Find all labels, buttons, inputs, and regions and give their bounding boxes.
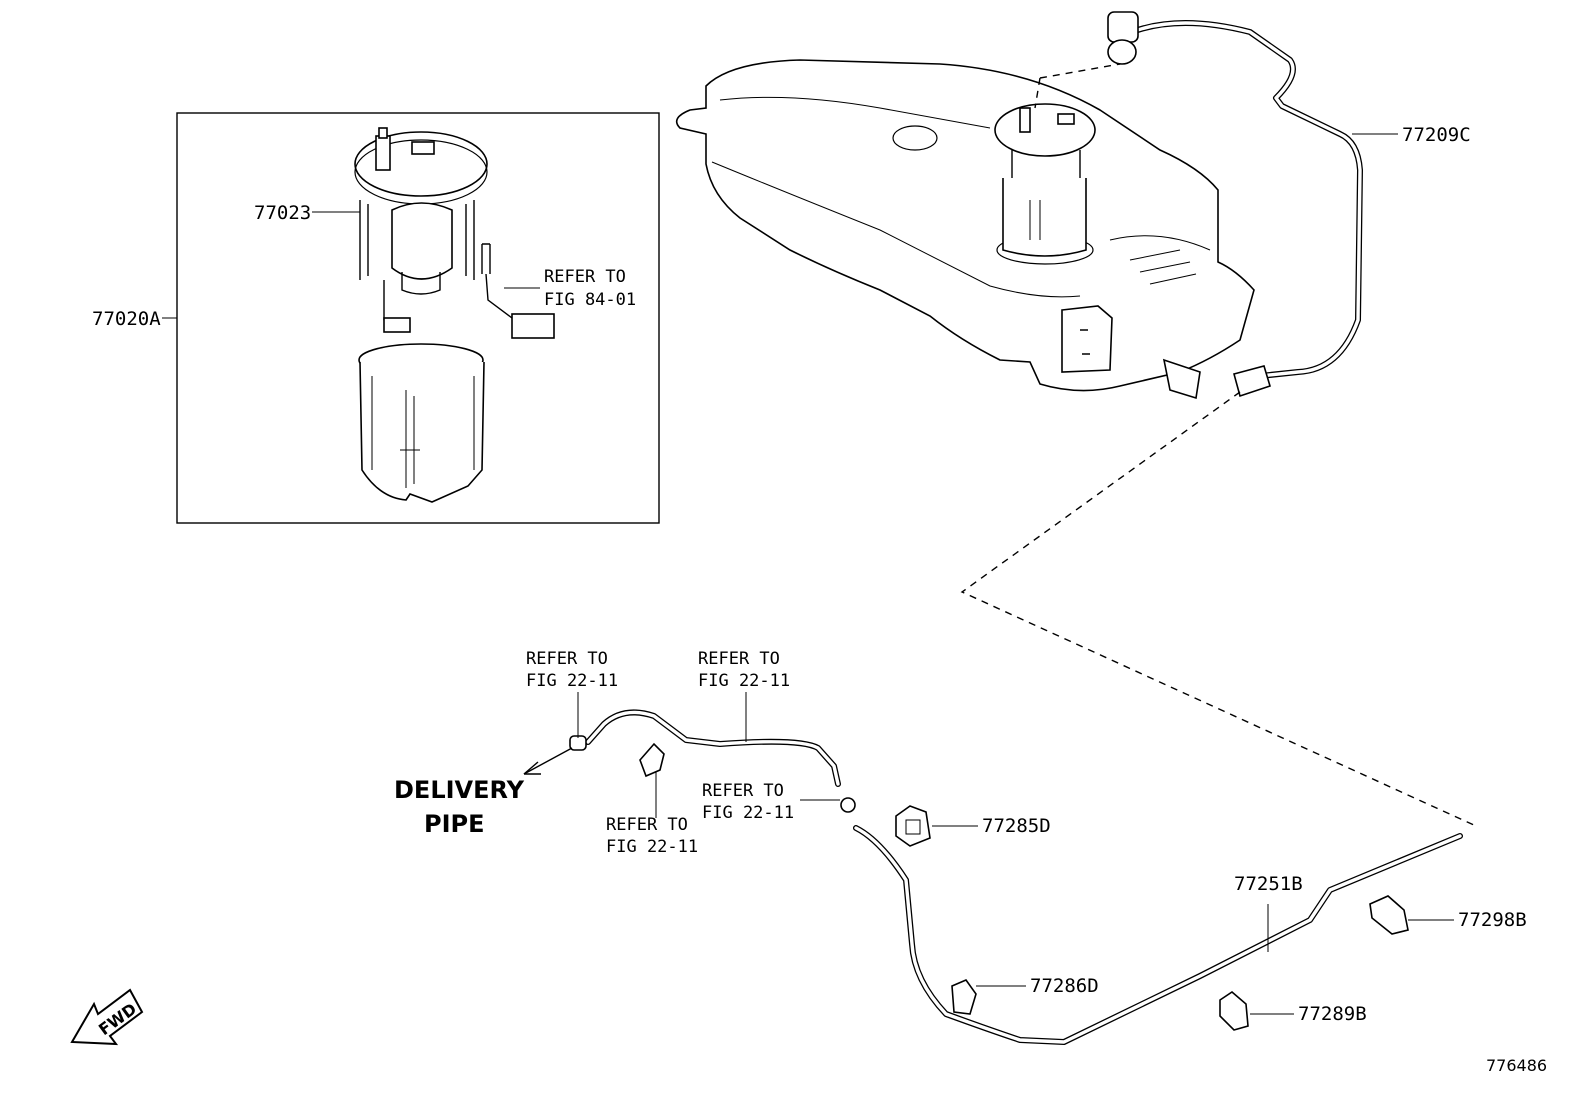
- part-label-77285D: 77285D: [982, 815, 1051, 837]
- part-label-77298B: 77298B: [1458, 909, 1527, 931]
- ref-fig2211-c-line2: FIG 22-11: [606, 837, 698, 857]
- fuel-hose-upper: [569, 709, 856, 813]
- clip-77285d: [895, 805, 931, 847]
- clip-77286d: [951, 979, 977, 1015]
- ref-fig2211-b-line2: FIG 22-11: [698, 671, 790, 691]
- ref-fig2211-c-line1: REFER TO: [606, 815, 688, 835]
- delivery-pipe-line1: DELIVERY: [394, 776, 525, 804]
- clip-77289b: [1219, 990, 1249, 1031]
- ref-fig2211-d-line1: REFER TO: [702, 781, 784, 801]
- ref-fig2211-a-line1: REFER TO: [526, 649, 608, 669]
- fuel-tube-77251b: [853, 825, 1463, 1045]
- ref-fig2211-a-line2: FIG 22-11: [526, 671, 618, 691]
- fuel-pump-module-illustration: [354, 127, 555, 503]
- clip-77298b: [1369, 895, 1409, 935]
- figure-number: 776486: [1486, 1056, 1547, 1075]
- dashed-link-tube: [960, 391, 1477, 827]
- fuel-tank-illustration: [675, 59, 1255, 400]
- delivery-pipe-line2: PIPE: [424, 810, 485, 838]
- ref-fig2211-b-line1: REFER TO: [698, 649, 780, 669]
- delivery-arrow: [523, 747, 573, 775]
- part-label-77289B: 77289B: [1298, 1003, 1367, 1025]
- fwd-arrow-icon: [70, 988, 144, 1046]
- part-label-77251B: 77251B: [1234, 873, 1303, 895]
- part-label-77209C: 77209C: [1402, 124, 1471, 146]
- clip-hose-bracket: [639, 742, 665, 778]
- part-label-77023: 77023: [254, 202, 311, 224]
- hose-77209c: [1107, 11, 1363, 398]
- ref-fig2211-d-line2: FIG 22-11: [702, 803, 794, 823]
- ref-fig8401-line2: FIG 84-01: [544, 290, 636, 310]
- ref-fig8401-line1: REFER TO: [544, 267, 626, 287]
- part-label-77020A: 77020A: [92, 308, 161, 330]
- dashed-link-pump: [1034, 63, 1121, 109]
- part-label-77286D: 77286D: [1030, 975, 1099, 997]
- delivery-arrowhead: [523, 761, 541, 775]
